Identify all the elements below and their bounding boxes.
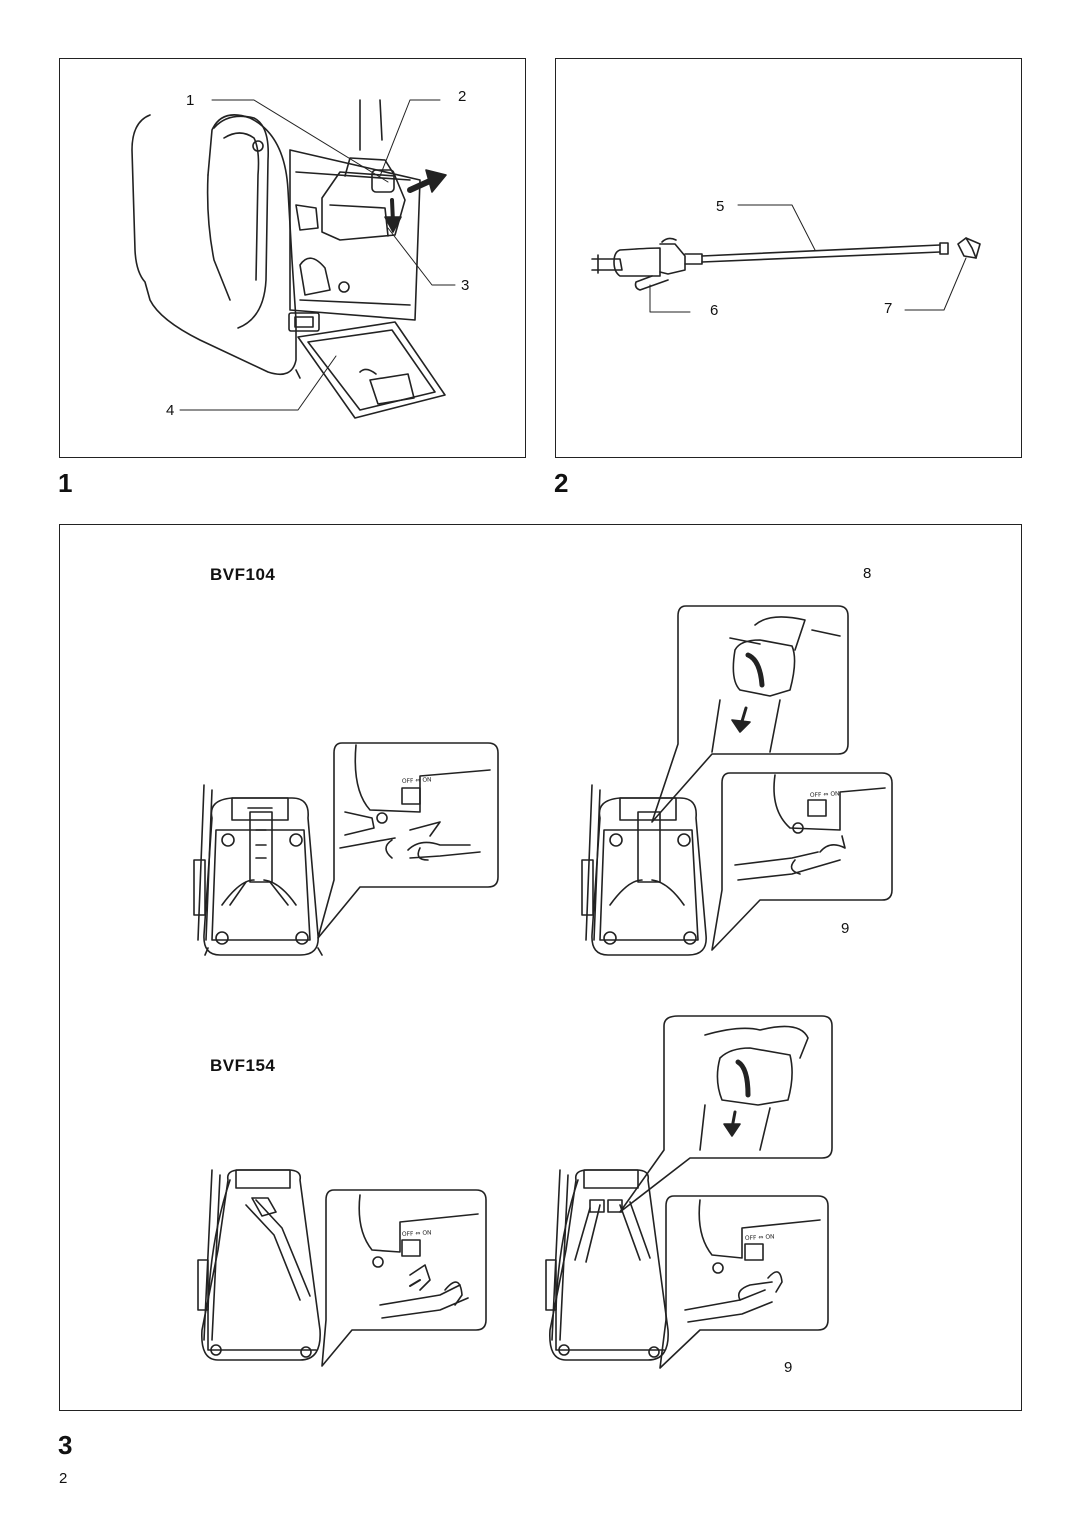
figure-3-panel xyxy=(59,524,1022,1411)
fig1-tank-drawing xyxy=(131,99,456,419)
callout-2: 2 xyxy=(458,88,467,105)
fig3-bvf154-right-drawing xyxy=(545,1015,833,1369)
figure-3-number: 3 xyxy=(58,1430,73,1460)
callout-3: 3 xyxy=(461,277,470,294)
fig3-bvf104-right-drawing xyxy=(581,605,893,956)
model-label-bvf104: BVF104 xyxy=(210,565,276,584)
switch-label-3: OFF ⇔ ON xyxy=(402,1229,432,1238)
switch-label-4: OFF ⇔ ON xyxy=(745,1233,775,1242)
fig3-bvf104-left-drawing xyxy=(193,742,499,956)
callout-5: 5 xyxy=(716,198,725,215)
fig3-bvf154-left-drawing xyxy=(197,1169,487,1367)
page-number: 2 xyxy=(59,1470,68,1487)
callout-8: 8 xyxy=(863,565,872,582)
callout-7: 7 xyxy=(884,300,893,317)
switch-label-1: OFF ⇔ ON xyxy=(402,776,432,785)
switch-label-2: OFF ⇔ ON xyxy=(810,790,840,799)
callout-1: 1 xyxy=(186,92,195,109)
callout-9-upper: 9 xyxy=(841,920,850,937)
callout-6: 6 xyxy=(710,302,719,319)
figure-1-number: 1 xyxy=(58,468,73,498)
callout-9-lower: 9 xyxy=(784,1359,793,1376)
model-label-bvf154: BVF154 xyxy=(210,1056,276,1075)
figure-2-number: 2 xyxy=(554,468,569,498)
callout-4: 4 xyxy=(166,402,175,419)
fig2-lance-drawing xyxy=(591,204,981,313)
